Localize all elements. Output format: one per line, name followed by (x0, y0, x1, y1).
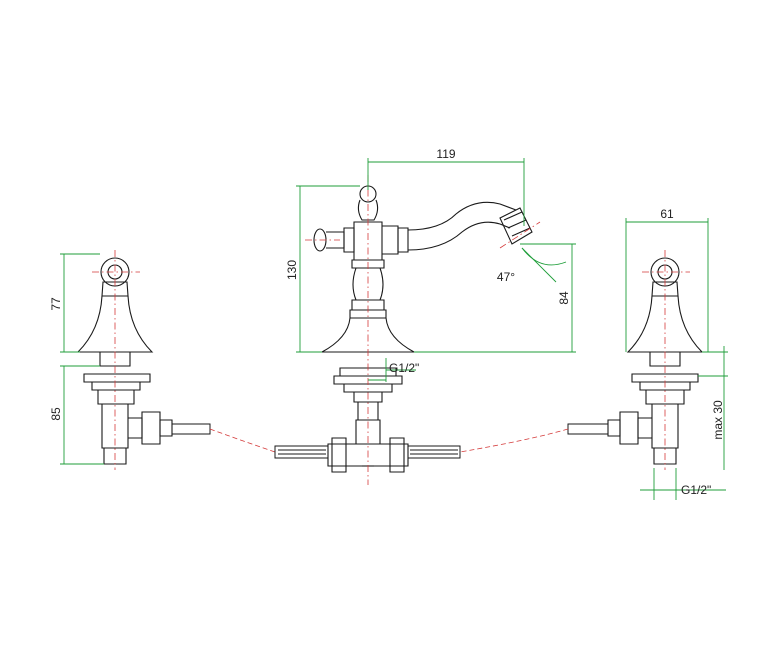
right-hose (407, 423, 608, 459)
handle-height-label: 77 (49, 297, 63, 311)
dimension-outlet-height: 84 (414, 243, 576, 353)
dimension-spout-reach: 119 (367, 147, 525, 226)
left-valve (76, 257, 173, 465)
central-spout (313, 185, 533, 473)
dimension-spout-thread: G1/2" (368, 358, 419, 382)
spout-thread-label: G1/2" (389, 361, 419, 375)
dimension-handle-height: 77 (49, 253, 100, 353)
dimension-handle-width: 61 (625, 207, 709, 352)
spout-height-label: 130 (285, 260, 299, 280)
deck-thickness-label: max 30 (711, 400, 725, 440)
dimension-spout-height: 130 (285, 185, 360, 353)
spout-angle-label: 47° (497, 270, 515, 284)
right-valve (607, 257, 704, 465)
left-hose (172, 423, 329, 459)
valve-thread-label: G1/2" (681, 483, 711, 497)
dimension-valve-thread: G1/2" (640, 468, 726, 500)
outlet-height-label: 84 (557, 291, 571, 305)
handle-width-label: 61 (660, 207, 674, 221)
spout-reach-label: 119 (436, 147, 455, 161)
dimension-valve-body: 85 (49, 365, 104, 465)
dimension-spout-angle: 47° (497, 247, 567, 284)
dimension-deck-thickness: max 30 (698, 346, 728, 470)
valve-body-label: 85 (49, 407, 63, 421)
